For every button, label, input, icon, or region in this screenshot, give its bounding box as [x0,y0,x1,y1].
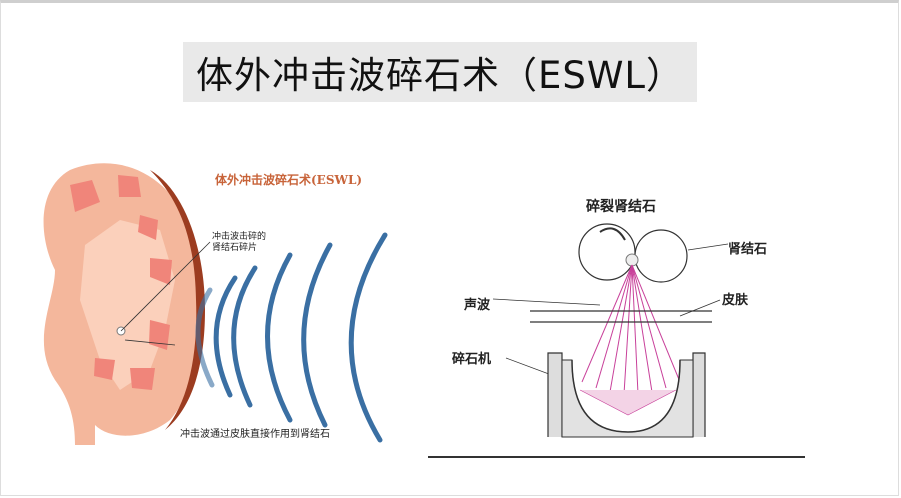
title-box: 体外冲击波碎石术（ESWL） [183,42,697,102]
left-bottom-caption: 冲击波通过皮肤直接作用到肾结石 [180,429,330,440]
slide-title: 体外冲击波碎石术（ESWL） [195,54,685,97]
fragment-label-line2: 肾结石碎片 [212,243,258,253]
fragment-label-line1: 冲击波击碎的 [212,232,267,242]
lithotripter-diagram [428,223,805,458]
label-skin: 皮肤 [722,293,749,308]
right-figure-title: 碎裂肾结石 [586,199,656,215]
shock-waves [195,232,388,443]
kidney-illustration [43,163,211,446]
fragment-label: 冲击波击碎的 肾结石碎片 [212,232,266,254]
label-stone: 肾结石 [728,242,768,257]
left-figure-caption: 体外冲击波碎石术(ESWL) [215,173,363,187]
label-sound-wave: 声波 [464,298,491,313]
label-lithotripter: 碎石机 [452,352,492,367]
